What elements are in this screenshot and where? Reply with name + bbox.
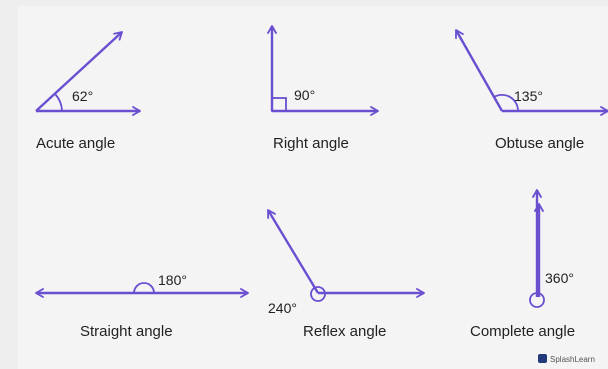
right-angle-caption: Right angle	[273, 135, 349, 152]
complete-angle-caption: Complete angle	[470, 323, 575, 340]
obtuse-angle-degrees: 135°	[514, 88, 543, 104]
obtuse-angle-figure: 135° Obtuse angle	[454, 29, 608, 152]
complete-angle-degrees: 360°	[545, 270, 574, 286]
acute-angle-caption: Acute angle	[36, 135, 115, 152]
diagram-panel	[18, 6, 608, 369]
complete-angle-figure: 360° Complete angle	[470, 189, 575, 340]
reflex-angle-degrees: 240°	[268, 300, 297, 316]
right-angle-figure: 90° Right angle	[267, 25, 379, 152]
splashlearn-logo-text: SplashLearn	[550, 355, 595, 364]
acute-angle-figure: 62° Acute angle	[35, 31, 141, 152]
straight-angle-degrees: 180°	[158, 272, 187, 288]
straight-angle-figure: 180° Straight angle	[35, 272, 249, 340]
reflex-angle-caption: Reflex angle	[303, 323, 386, 340]
obtuse-angle-caption: Obtuse angle	[495, 135, 584, 152]
right-angle-degrees: 90°	[294, 87, 315, 103]
acute-angle-degrees: 62°	[72, 88, 93, 104]
reflex-angle-figure: 240° Reflex angle	[266, 209, 425, 340]
straight-angle-caption: Straight angle	[80, 323, 173, 340]
splashlearn-logo-icon	[538, 354, 547, 363]
splashlearn-logo: SplashLearn	[538, 354, 595, 364]
